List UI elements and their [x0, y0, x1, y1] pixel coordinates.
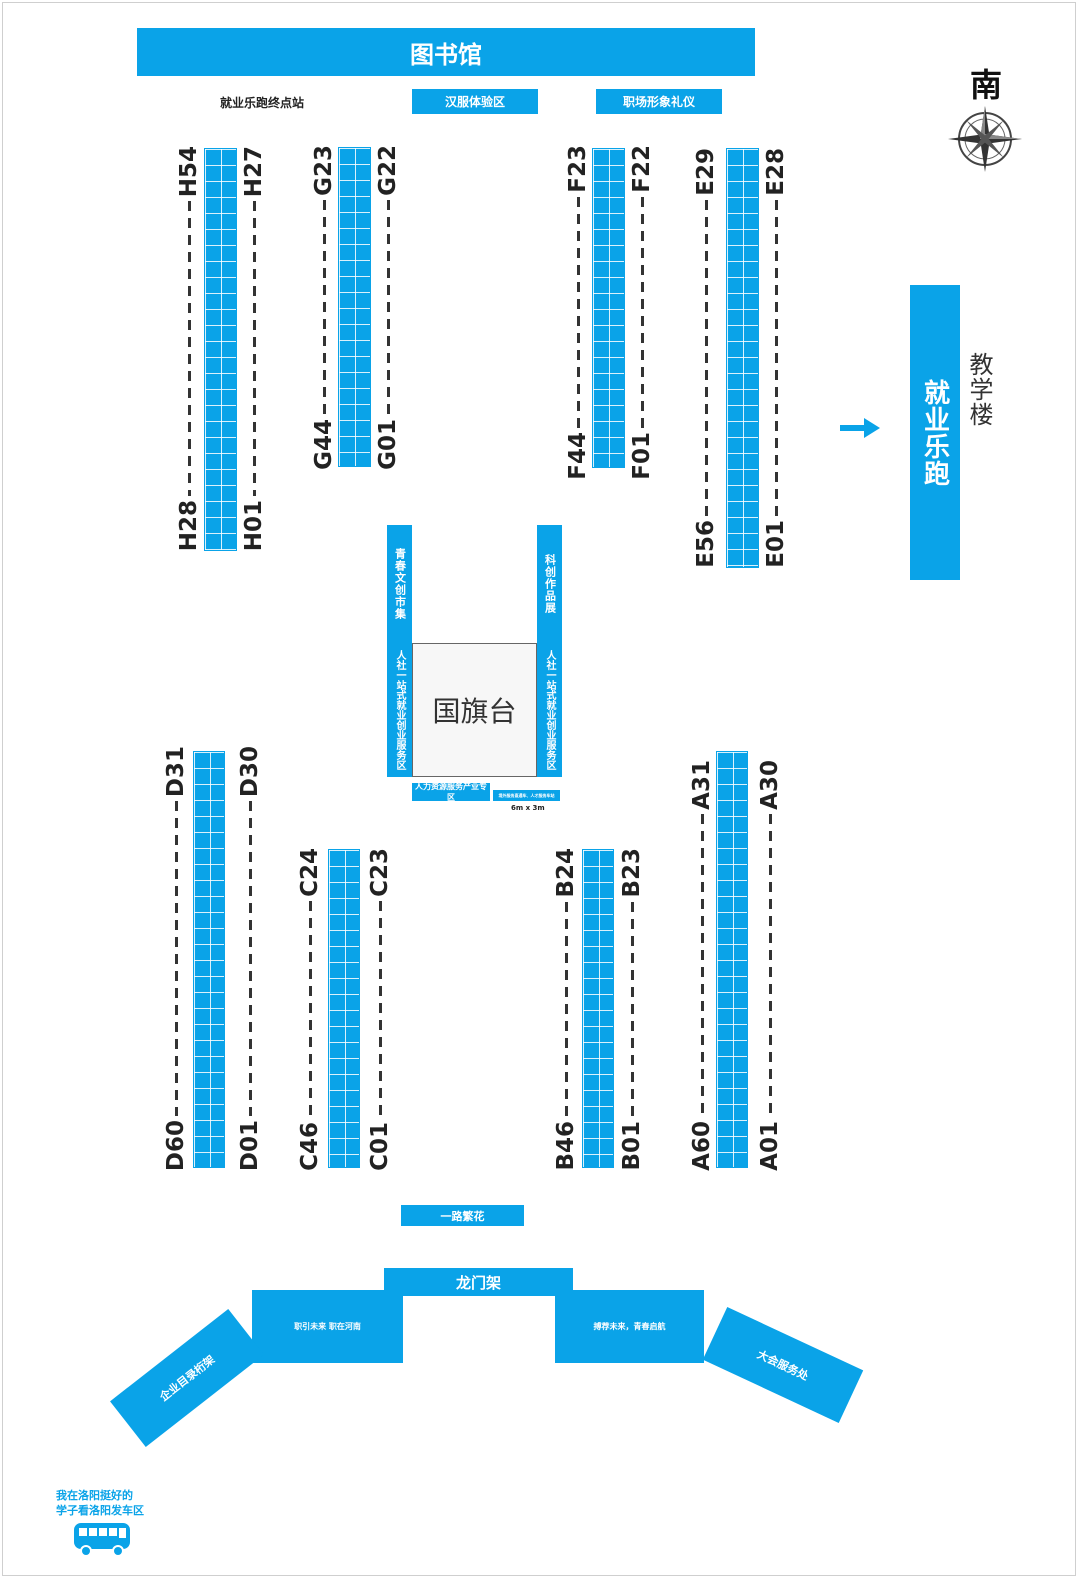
compass-south-label: 南: [970, 66, 1003, 104]
gate-right-panel: 搏荐未来，青春启航: [555, 1290, 704, 1363]
gate-left-panel: 职引未来 职在河南: [252, 1290, 403, 1363]
etiquette-zone: 职场形象礼仪: [596, 89, 722, 114]
booth-block-g: [338, 147, 371, 467]
arrow-right-icon: [840, 418, 880, 442]
youth-market-zone: 青春文创市集: [387, 525, 412, 643]
flowers-zone: 一路繁花: [401, 1205, 524, 1226]
hr-service-right: 人社一站式就业创业服务区: [537, 643, 562, 777]
booth-block-h: [204, 148, 237, 551]
booth-block-d: [193, 751, 225, 1168]
run-banner: 就业乐跑: [910, 285, 960, 580]
hr-service-left: 人社一站式就业创业服务区: [387, 643, 412, 777]
booth-block-a: [716, 751, 748, 1168]
booth-block-e: [726, 148, 759, 568]
booth-block-f: [592, 148, 625, 468]
bus-label-line1: 我在洛阳挺好的: [56, 1489, 133, 1502]
booth-block-c: [328, 849, 360, 1168]
hanfu-zone: 汉服体验区: [412, 89, 538, 114]
compass-icon: [946, 104, 1024, 174]
gate-top-banner: 龙门架: [384, 1268, 573, 1296]
flag-platform: 国旗台: [412, 643, 537, 777]
size-note: 6m x 3m: [511, 804, 545, 812]
small-service-zone: 境外服务直通车、人才服务车站: [493, 790, 560, 801]
teaching-building-label: 教学楼: [965, 352, 993, 427]
library-banner: 图书馆: [137, 28, 755, 76]
run-terminal-label: 就业乐跑终点站: [220, 96, 305, 110]
flag-platform-label: 国旗台: [432, 695, 517, 728]
hr-industry-zone: 人力资源服务产业专区: [412, 782, 490, 802]
tech-show-zone: 科创作品展: [537, 525, 562, 643]
booth-block-b: [582, 849, 614, 1168]
bus-icon: [72, 1520, 134, 1562]
bus-label-line2: 学子看洛阳发车区: [56, 1504, 144, 1517]
